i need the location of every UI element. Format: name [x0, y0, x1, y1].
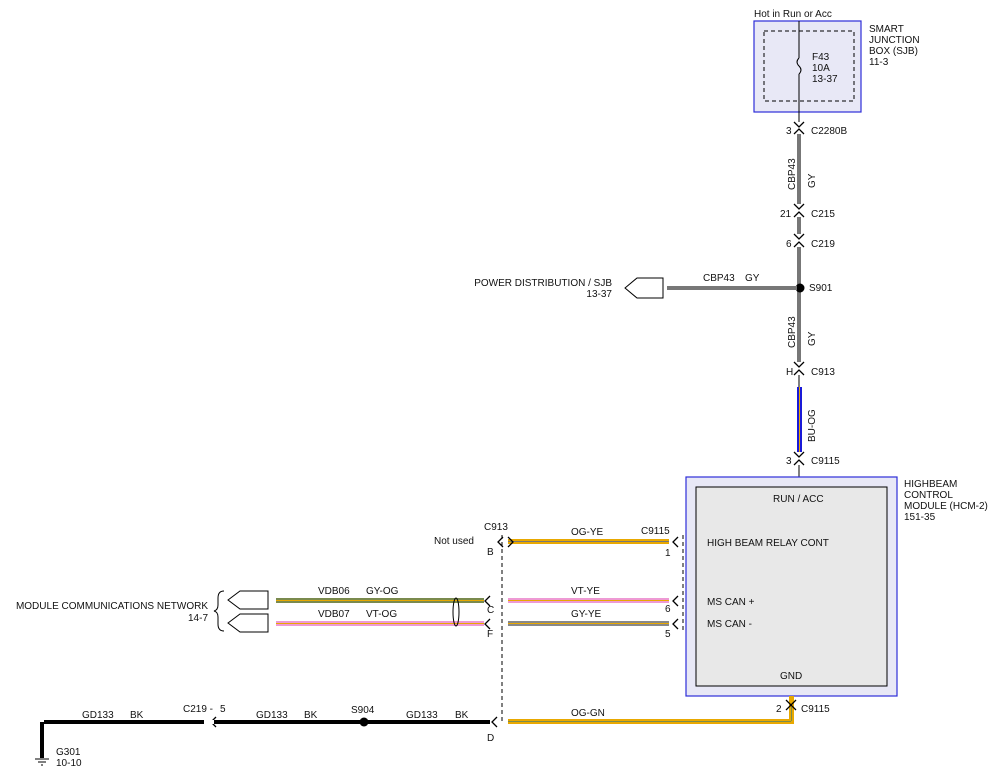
sjb-feed-label: Hot in Run or Acc [754, 9, 832, 20]
c913-pin-f: F [487, 629, 493, 640]
hcm-c9115-label: C9115 [641, 526, 670, 537]
c9115-top-label: C9115 [811, 456, 840, 467]
bk-a: BK [130, 710, 144, 721]
fuse-ref: 13-37 [812, 74, 838, 85]
gd133-ground-wire: S904 GD133 BK C219 - 5 GD133 BK GD133 BK… [35, 704, 498, 769]
vt-ye-wire: VT-YE [508, 586, 679, 607]
og-ye-label: OG-YE [571, 527, 604, 538]
not-used-label: Not used [434, 536, 474, 547]
g301-ref: 10-10 [56, 758, 82, 769]
c215-label: C215 [811, 209, 835, 220]
s901-splice [795, 283, 805, 293]
mcn-connectors: MODULE COMMUNICATIONS NETWORK 14-7 [16, 590, 269, 633]
power-distribution-connector [624, 277, 664, 299]
gy-label-1: GY [807, 173, 818, 188]
sjb-title-3: BOX (SJB) [869, 46, 918, 57]
c913-top-label: C913 [811, 367, 835, 378]
s904-splice [359, 717, 369, 727]
hcm-gnd: GND [780, 671, 802, 682]
vdb06-wire: VDB06 GY-OG [276, 586, 491, 607]
hcm-pin-can-minus: MS CAN - [707, 619, 752, 630]
gd133-c: GD133 [406, 710, 438, 721]
hcm-pin-6: 6 [665, 604, 671, 615]
sjb-title-4: 11-3 [869, 57, 889, 68]
hcm-title-4: 151-35 [904, 512, 936, 523]
c219-pin: 6 [786, 239, 792, 250]
c913-pin-c: C [487, 605, 494, 616]
bu-og-label: BU-OG [807, 409, 818, 442]
pd-label: POWER DISTRIBUTION / SJB [474, 278, 612, 289]
fuse-name: F43 [812, 52, 830, 63]
c2280b-label: C2280B [811, 126, 847, 137]
g301-label: G301 [56, 747, 81, 758]
c2280b-pin: 3 [786, 126, 792, 137]
highbeam-control-module: RUN / ACC HIGH BEAM RELAY CONT MS CAN + … [641, 476, 988, 697]
bk-b: BK [304, 710, 318, 721]
pd-ref: 13-37 [586, 289, 612, 300]
mcn-label: MODULE COMMUNICATIONS NETWORK [16, 601, 208, 612]
smart-junction-box: Hot in Run or Acc F43 10A 13-37 SMART JU… [753, 9, 920, 113]
og-gn-label: OG-GN [571, 708, 605, 719]
gy-ye-label: GY-YE [571, 609, 602, 620]
vertical-wire-run: 3 C2280B CBP43 GY 21 C215 6 C219 S901 CB… [780, 112, 847, 477]
gy-ye-wire: GY-YE [508, 609, 679, 630]
hcm-pin-5: 5 [665, 629, 671, 640]
vt-og-label: VT-OG [366, 609, 397, 620]
hcm-title-3: MODULE (HCM-2) [904, 501, 988, 512]
c219-gnd-pin: 5 [220, 704, 226, 715]
hcm-run-acc: RUN / ACC [773, 494, 824, 505]
c913-pin-b: B [487, 547, 494, 558]
s904-label: S904 [351, 705, 375, 716]
gd133-a: GD133 [82, 710, 114, 721]
og-gn-wire: OG-GN 2 C9115 [508, 696, 830, 724]
gnd-c9115: C9115 [801, 704, 830, 715]
vdb07-label: VDB07 [318, 609, 350, 620]
s901-label: S901 [809, 283, 833, 294]
gy-og-label: GY-OG [366, 586, 399, 597]
cbp43-label-1: CBP43 [787, 158, 798, 190]
pd-circuit: CBP43 [703, 273, 735, 284]
bk-c: BK [455, 710, 469, 721]
c913-connector-block: C913 B C F D Not used [434, 522, 508, 744]
twisted-pair-symbol [452, 597, 460, 627]
sjb-title-2: JUNCTION [869, 35, 920, 46]
vdb06-label: VDB06 [318, 586, 350, 597]
fuse-rating: 10A [812, 63, 830, 74]
mcn-ref: 14-7 [188, 613, 208, 624]
c215-pin: 21 [780, 209, 792, 220]
hcm-pin-1: 1 [665, 548, 671, 559]
hcm-pin-can-plus: MS CAN + [707, 597, 755, 608]
c913-pin-h: H [786, 367, 793, 378]
c913-label: C913 [484, 522, 508, 533]
c9115-pin-3: 3 [786, 456, 792, 467]
hcm-title-2: CONTROL [904, 490, 953, 501]
vdb07-wire: VDB07 VT-OG [276, 609, 491, 630]
vt-ye-label: VT-YE [571, 586, 600, 597]
hcm-pin-hb: HIGH BEAM RELAY CONT [707, 538, 829, 549]
pd-color: GY [745, 273, 760, 284]
c913-pin-d: D [487, 733, 494, 744]
power-distribution-branch: CBP43 GY POWER DISTRIBUTION / SJB 13-37 [474, 273, 797, 300]
gy-label-2: GY [807, 331, 818, 346]
c219-gnd-label: C219 - [183, 704, 213, 715]
sjb-title-1: SMART [869, 24, 904, 35]
gd133-b: GD133 [256, 710, 288, 721]
og-ye-wire: OG-YE [507, 527, 679, 548]
c219-label: C219 [811, 239, 835, 250]
cbp43-label-2: CBP43 [787, 316, 798, 348]
gnd-pin-2: 2 [776, 704, 782, 715]
hcm-title-1: HIGHBEAM [904, 479, 957, 490]
